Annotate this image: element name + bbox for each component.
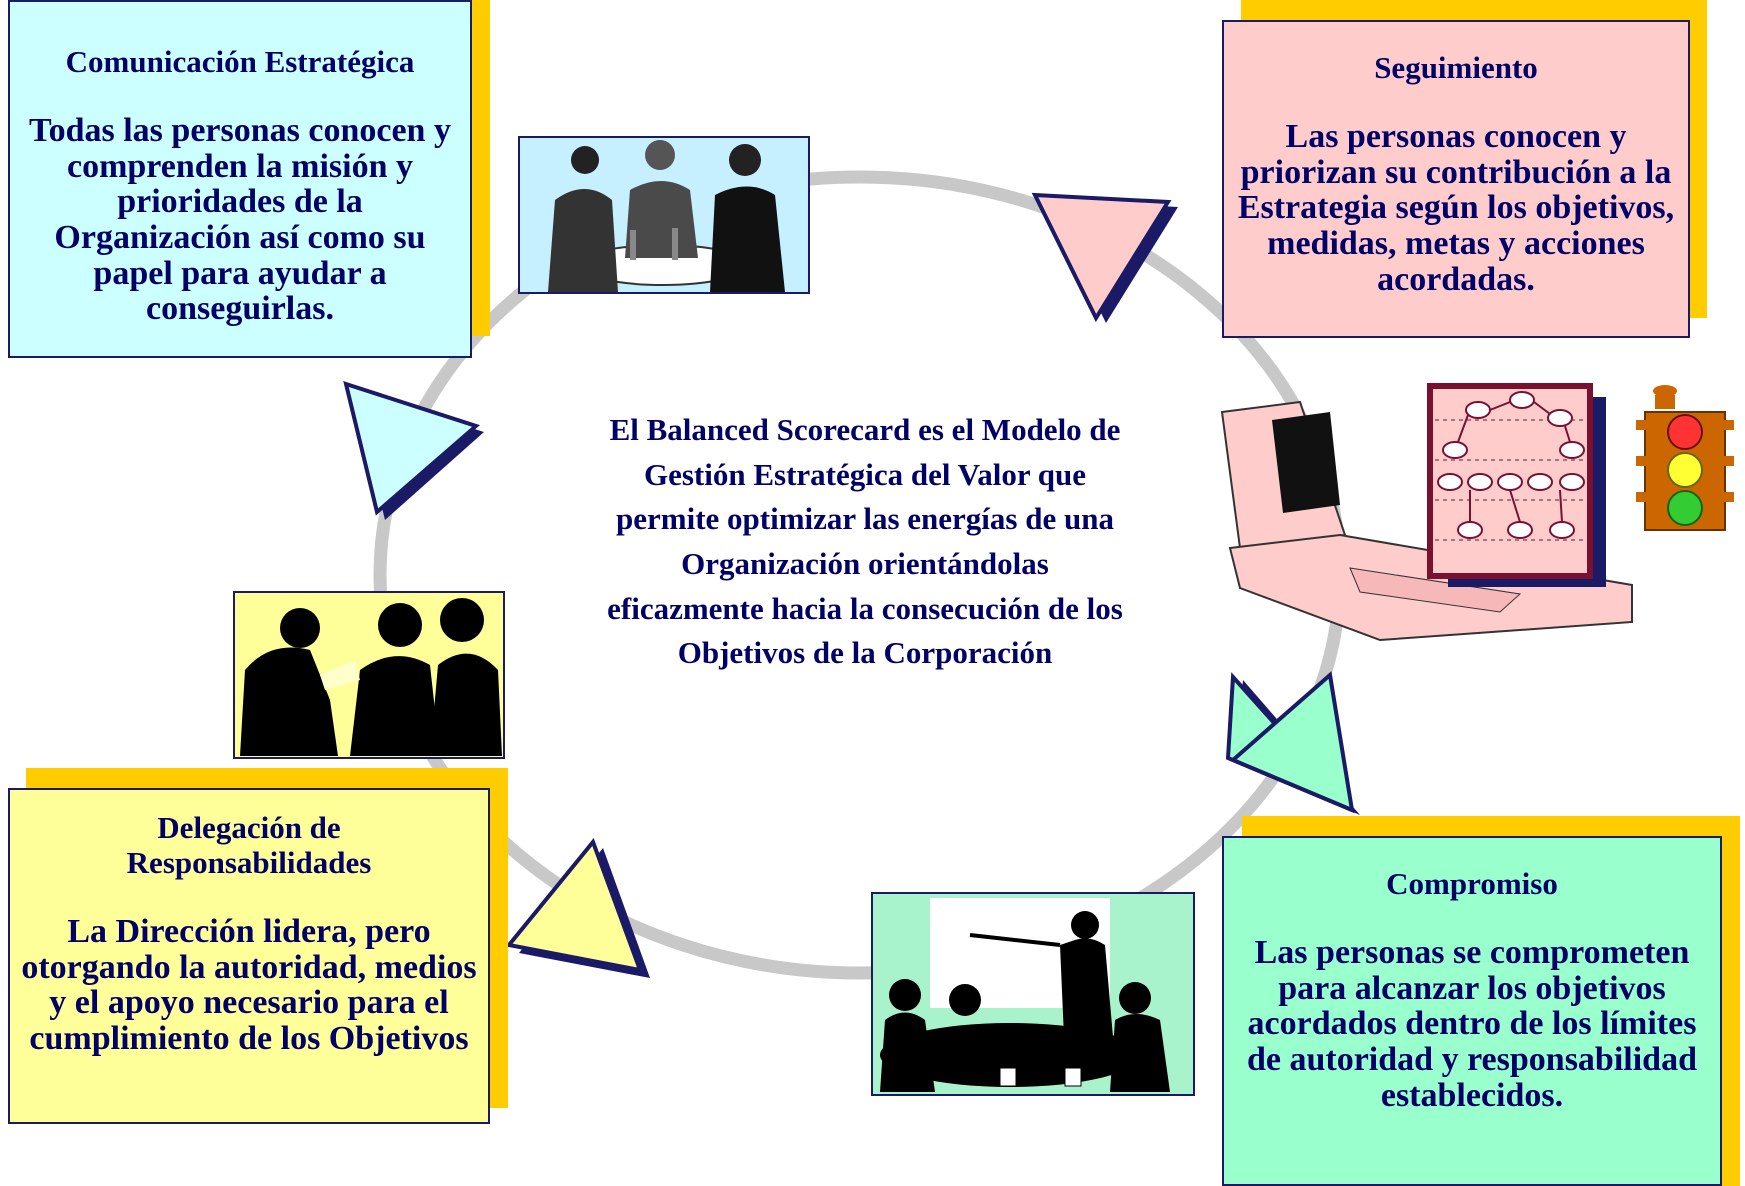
box-comunicacion-estrategica: Comunicación Estratégica Todas las perso… — [8, 0, 472, 358]
arrow-left-top — [343, 380, 484, 520]
silhouettes-clipart-icon — [233, 591, 505, 759]
box-seguimiento: Seguimiento Las personas conocen y prior… — [1222, 20, 1690, 338]
arrow-top-right — [1031, 192, 1178, 323]
box-body: Todas las personas conocen y comprenden … — [29, 112, 451, 328]
box-title: Comunicación Estratégica — [65, 44, 415, 79]
box-compromiso: Compromiso Las personas se comprometen p… — [1222, 836, 1722, 1186]
traffic-light-icon — [1636, 385, 1734, 531]
presentation-clipart-icon — [871, 892, 1195, 1096]
arrow-bottom-left — [505, 838, 650, 978]
meeting-clipart-icon — [518, 136, 810, 294]
center-description: El Balanced Scorecard es el Modelo de Ge… — [607, 412, 1123, 671]
box-body: Las personas se comprometen para alcanza… — [1246, 934, 1697, 1114]
box-delegacion-responsabilidades: Delegación de Responsabilidades La Direc… — [8, 788, 490, 1124]
box-title: Compromiso — [1386, 866, 1558, 901]
box-title: Seguimiento — [1374, 50, 1538, 85]
arrow-right-bottom — [1225, 671, 1360, 815]
laptop-chart-icon — [1220, 383, 1633, 642]
box-title: Delegación de Responsabilidades — [126, 810, 372, 881]
box-body: La Dirección lidera, pero otorgando la a… — [21, 913, 477, 1058]
box-body: Las personas conocen y priorizan su cont… — [1237, 118, 1675, 298]
